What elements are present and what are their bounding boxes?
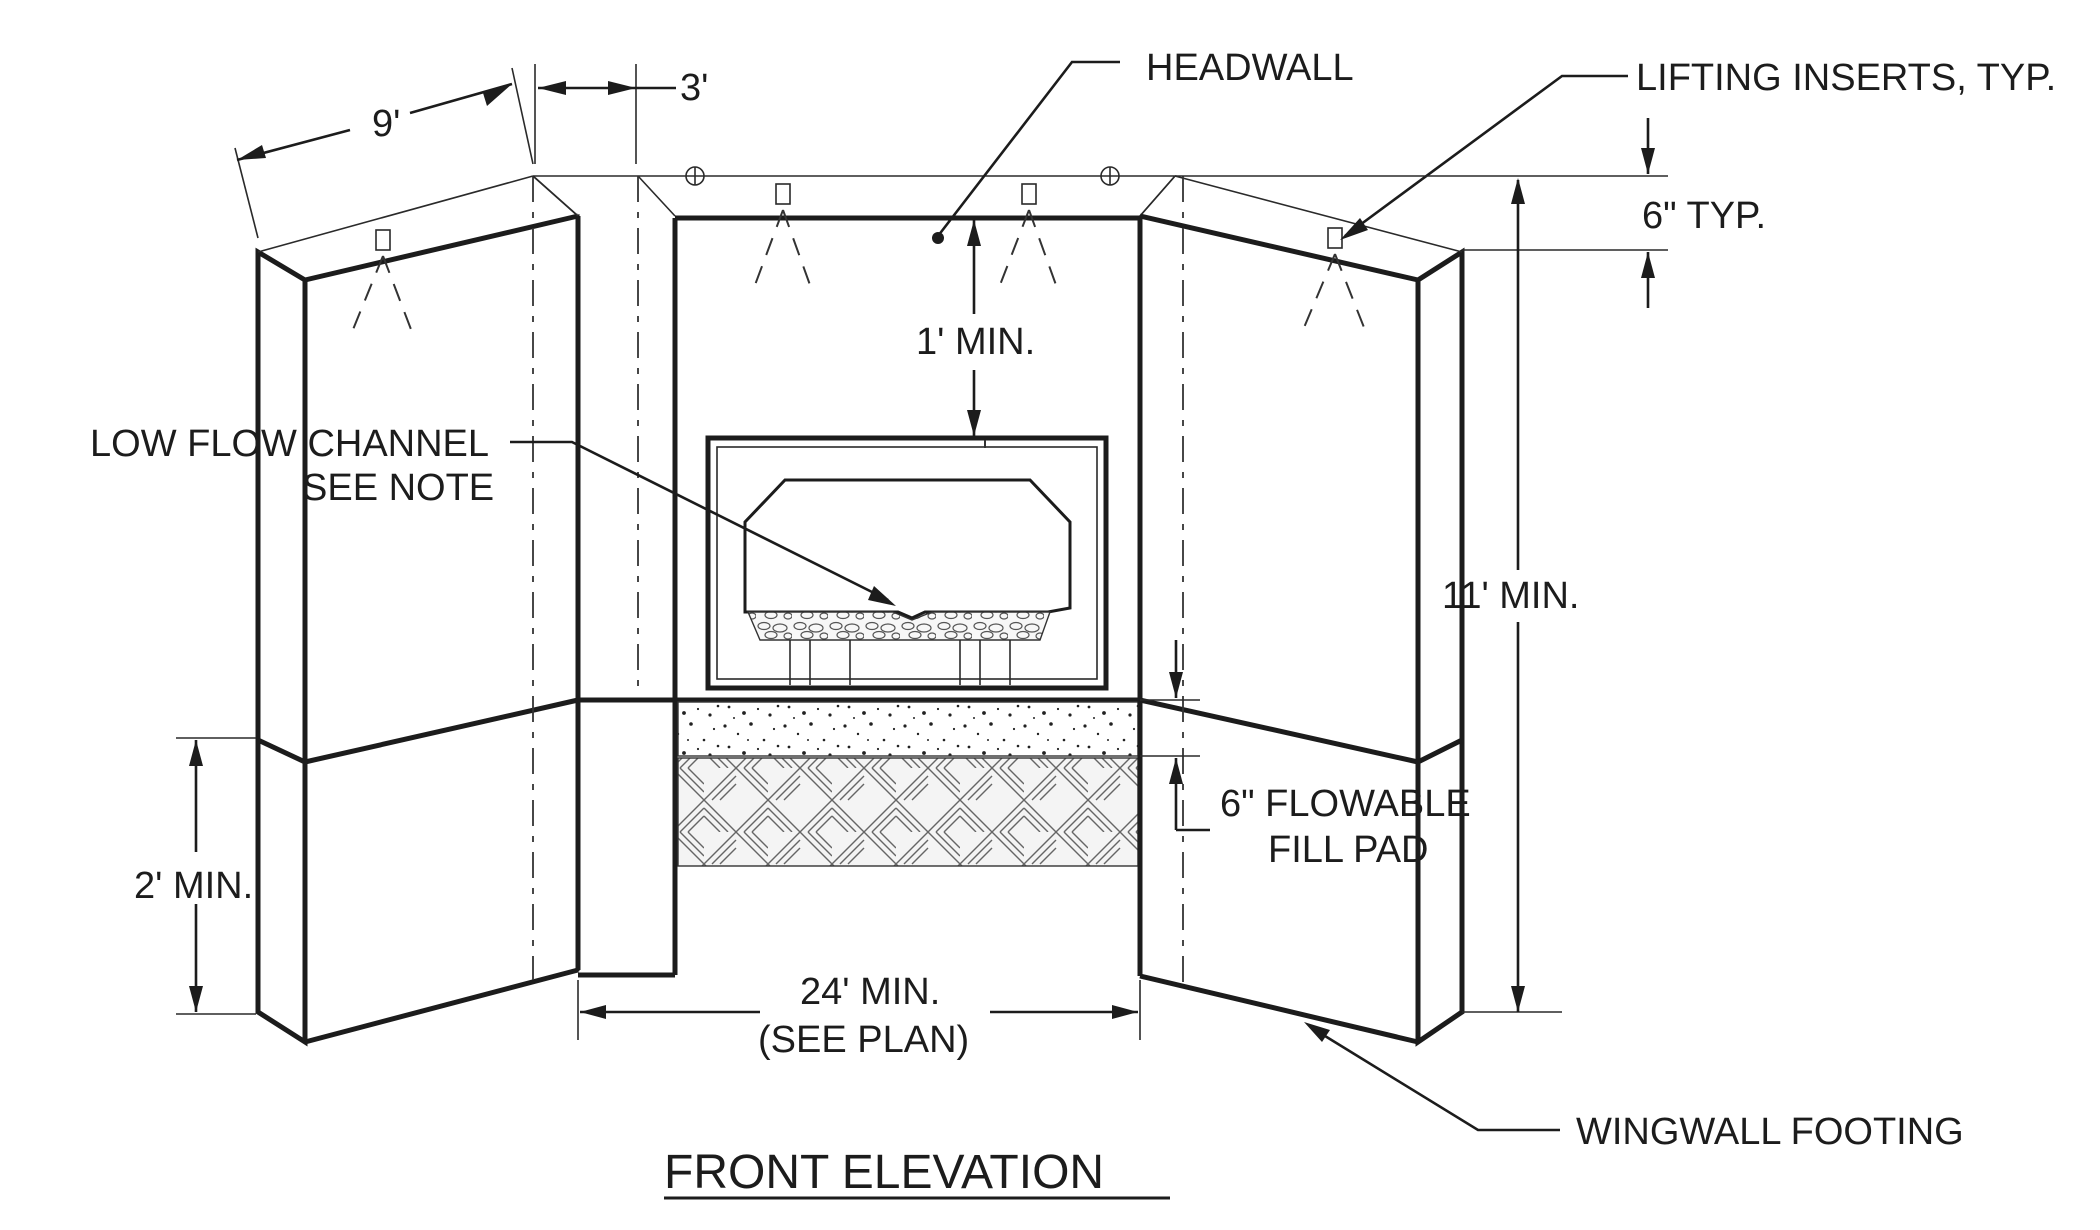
wingwall-footing-label: WINGWALL FOOTING bbox=[1576, 1111, 1964, 1153]
dimension-24ft-label-line1: 24' MIN. bbox=[800, 971, 940, 1013]
low-flow-channel-label-line1: LOW FLOW CHANNEL bbox=[90, 423, 489, 465]
fill-pad-label-line2: FILL PAD bbox=[1268, 829, 1429, 871]
dimension-24ft-min: 24' MIN. (SEE PLAN) bbox=[577, 971, 1141, 1061]
dimension-9ft: 9' bbox=[234, 67, 534, 239]
dimension-6in-typ-label: 6" TYP. bbox=[1642, 195, 1766, 237]
left-wingwall bbox=[255, 175, 581, 1047]
wingwall-footing-callout: WINGWALL FOOTING bbox=[1304, 1022, 1964, 1153]
dimension-24ft-label-line2: (SEE PLAN) bbox=[758, 1019, 969, 1061]
dimension-2ft-min: 2' MIN. bbox=[134, 737, 256, 1015]
lifting-inserts bbox=[351, 166, 1366, 333]
gravel-bed bbox=[746, 611, 1051, 641]
headwall-label: HEADWALL bbox=[1146, 47, 1354, 89]
culvert-opening bbox=[705, 435, 1109, 691]
dimension-11ft-min-label: 11' MIN. bbox=[1442, 575, 1579, 617]
dimension-9ft-label: 9' bbox=[372, 103, 400, 145]
fill-pad-label-line1: 6" FLOWABLE bbox=[1220, 783, 1471, 825]
dimension-2ft-min-label: 2' MIN. bbox=[134, 865, 253, 907]
headwall-callout: HEADWALL bbox=[932, 47, 1354, 244]
lifting-inserts-callout: LIFTING INSERTS, TYP. bbox=[1340, 57, 2056, 240]
channel-profile bbox=[743, 478, 1072, 620]
low-flow-channel-callout: LOW FLOW CHANNEL SEE NOTE bbox=[90, 423, 896, 606]
low-flow-channel-label-line2: SEE NOTE bbox=[302, 467, 494, 509]
drawing-title: FRONT ELEVATION bbox=[664, 1146, 1170, 1200]
drawing-title-text: FRONT ELEVATION bbox=[664, 1146, 1104, 1199]
bedding-layer bbox=[677, 757, 1139, 867]
dimension-6in-typ: 6" TYP. bbox=[1175, 118, 1766, 308]
dimension-1ft-min-label: 1' MIN. bbox=[916, 321, 1035, 363]
flowable-fill-pad bbox=[677, 701, 1139, 757]
dimension-11ft-min: 11' MIN. bbox=[1442, 178, 1579, 1013]
dimension-3ft-label: 3' bbox=[680, 67, 708, 109]
lifting-inserts-label: LIFTING INSERTS, TYP. bbox=[1636, 57, 2056, 99]
dimension-1ft-min: 1' MIN. bbox=[916, 220, 1035, 436]
fill-pad-layers bbox=[677, 701, 1139, 867]
dimension-3ft: 3' bbox=[534, 64, 708, 164]
right-wingwall bbox=[1137, 175, 1465, 1047]
fill-pad-callout: 6" FLOWABLE FILL PAD bbox=[1140, 640, 1471, 871]
